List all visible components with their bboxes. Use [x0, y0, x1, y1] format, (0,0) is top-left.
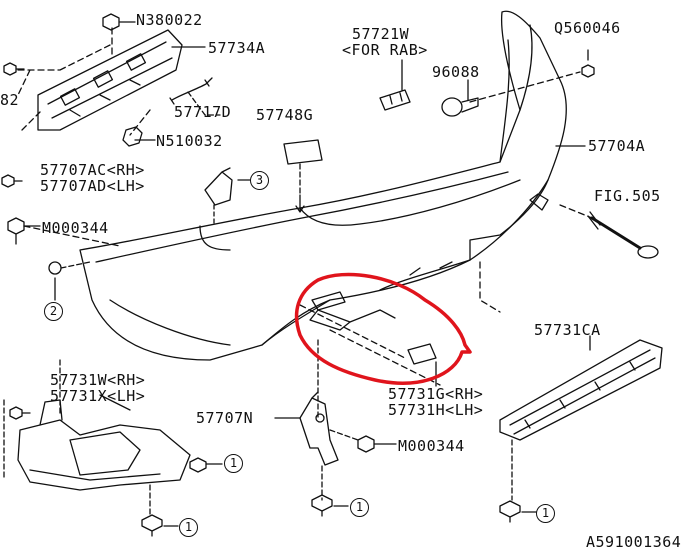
label-57731h: 57731H<LH> [388, 401, 484, 419]
clip-bottom-2-icon [499, 500, 537, 523]
bracket-leaders [17, 27, 151, 136]
label-fig505: FIG.505 [594, 187, 661, 205]
label-for-rab: <FOR RAB> [342, 41, 428, 59]
clip-57717d-icon [169, 77, 213, 105]
rear-bumper-57704a [79, 10, 567, 361]
label-82: 82 [0, 91, 20, 109]
bolt-q560046-icon [581, 49, 595, 78]
callout-1-extension: 1 [536, 504, 555, 523]
reflector-57731g [309, 291, 437, 365]
bracket-57707ac-icon [204, 167, 233, 206]
label-57748g: 57748G [256, 106, 314, 124]
highlight-circle [294, 272, 472, 385]
screw-m000344-right-icon [357, 435, 397, 453]
label-96088: 96088 [432, 63, 480, 81]
fastener-57707ac-icon [1, 174, 15, 188]
plug-96088-icon [441, 97, 463, 117]
label-57731x: 57731X<LH> [50, 387, 146, 405]
tow-rod-icon [590, 216, 642, 250]
label-57734a: 57734A [208, 39, 266, 57]
nut-n380022-icon [102, 13, 120, 31]
bracket-57707n [299, 391, 339, 466]
clip-bottom-1-icon [311, 494, 349, 517]
license-bracket-57734a [37, 29, 183, 131]
label-57731g: 57731G<RH> [388, 385, 484, 403]
clip-undercover-icon [189, 457, 223, 473]
callout-2: 2 [44, 302, 63, 321]
callout-1-undercover: 1 [224, 454, 243, 473]
label-57731w: 57731W<RH> [50, 371, 146, 389]
bracket-label-lines [119, 21, 206, 141]
label-57707ac: 57707AC<RH> [40, 161, 145, 179]
label-57707n: 57707N [196, 409, 254, 427]
undercover-57731w [17, 399, 191, 491]
screw-left-icon [3, 62, 25, 76]
label-n380022: N380022 [136, 11, 203, 29]
pad-57748g-icon [283, 139, 323, 165]
label-57731ca: 57731CA [534, 321, 601, 339]
diagram-id: A591001364 [586, 533, 682, 551]
callout-3: 3 [250, 171, 269, 190]
bracket-57721w-icon [379, 89, 411, 111]
extension-57731ca [499, 339, 663, 441]
label-57704a: 57704A [588, 137, 646, 155]
label-m000344-right: M000344 [398, 437, 465, 455]
grommet-2-icon [48, 261, 62, 275]
callout-1-bottom: 1 [179, 518, 198, 537]
screw-m000344-left-icon [7, 217, 25, 245]
clip-bottom-3-icon [141, 514, 179, 537]
label-n510032: N510032 [156, 132, 223, 150]
label-57707ad: 57707AD<LH> [40, 177, 145, 195]
screw-undercover-icon [9, 406, 31, 420]
clip-n510032-icon [122, 126, 143, 147]
label-57717d: 57717D [174, 103, 232, 121]
callout-1-bracket: 1 [350, 498, 369, 517]
label-57721w: 57721W [352, 25, 410, 43]
label-q560046: Q560046 [554, 19, 621, 37]
label-m000344-left: M000344 [42, 219, 109, 237]
